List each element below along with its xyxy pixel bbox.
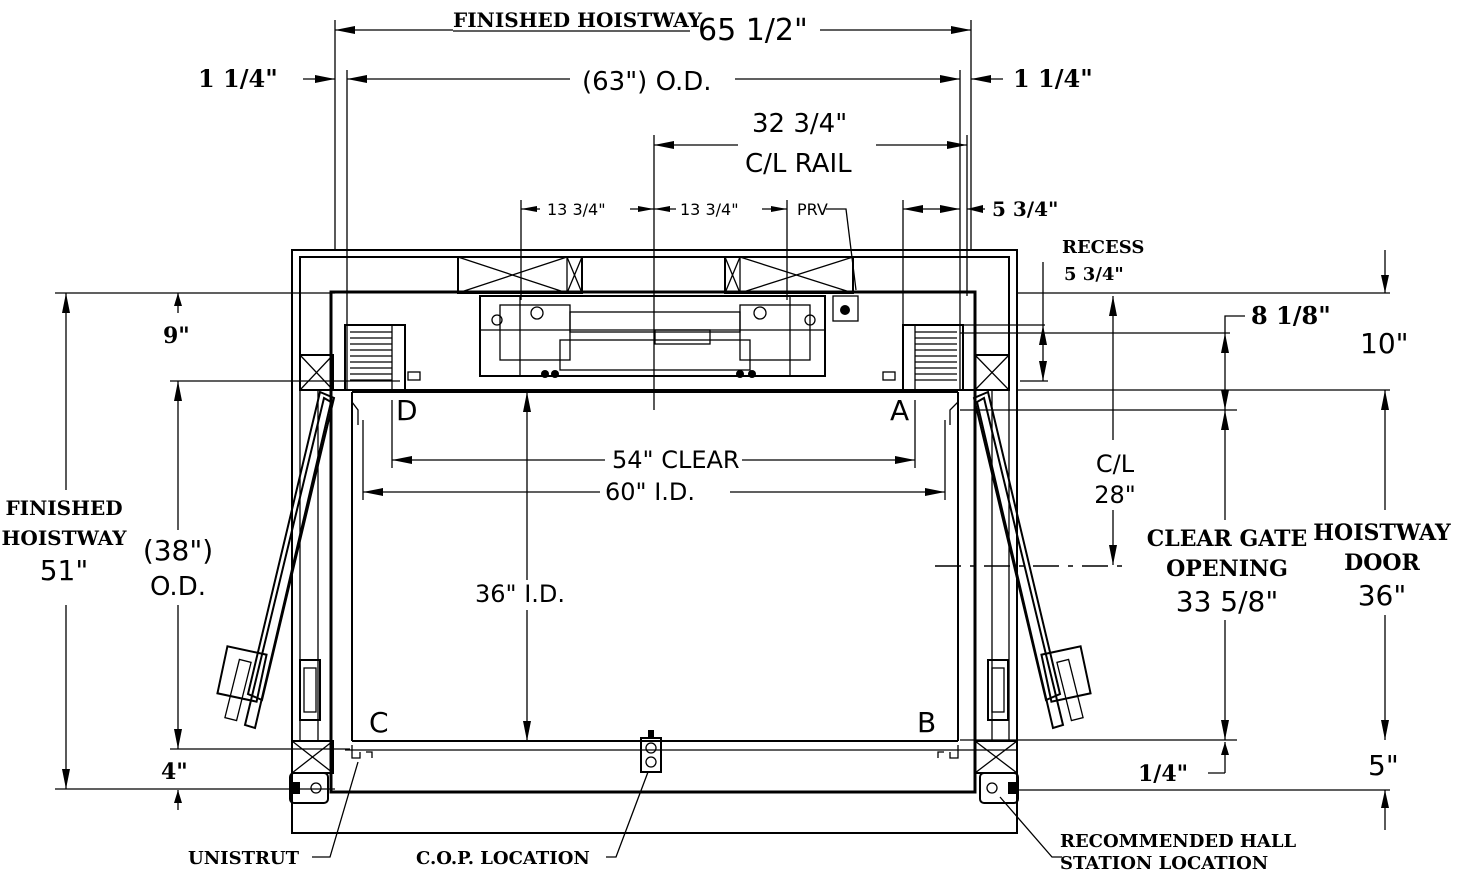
top-clearance: 10" xyxy=(1360,327,1409,360)
recess-value: 5 3/4" xyxy=(1064,264,1124,285)
hoistway-width-value: 65 1/2" xyxy=(698,13,808,48)
car-od-width: (63") O.D. xyxy=(582,67,712,97)
top-offset: 9" xyxy=(163,323,190,349)
support-block-lower-left xyxy=(291,740,334,774)
dimension-lines xyxy=(55,20,1390,858)
unistrut-bracket xyxy=(289,772,329,804)
hall-station-bracket xyxy=(979,772,1019,804)
hoistway-depth-label-2: HOISTWAY xyxy=(2,526,128,550)
corner-a: A xyxy=(890,394,909,427)
gate-value: 33 5/8" xyxy=(1176,585,1278,618)
car-od-depth-2: O.D. xyxy=(150,572,206,602)
gate-cl-value: 28" xyxy=(1094,481,1136,509)
unistrut-callout: UNISTRUT xyxy=(188,848,300,869)
gate-label-2: OPENING xyxy=(1166,556,1288,582)
sill-gap: 1/4" xyxy=(1138,761,1188,787)
prv-label: PRV xyxy=(797,200,828,219)
clear-width: 54" CLEAR xyxy=(612,446,740,474)
left-side-offset: 1 1/4" xyxy=(198,64,278,93)
rail-left-offset: 13 3/4" xyxy=(547,200,606,219)
rail-to-right-offset: 5 3/4" xyxy=(992,197,1058,221)
left-rail-guide xyxy=(344,324,406,425)
support-block-upper-left xyxy=(299,354,334,391)
car-od-depth-1: (38") xyxy=(143,534,213,567)
corner-c: C xyxy=(369,706,389,739)
rail-right-offset: 13 3/4" xyxy=(680,200,739,219)
bottom-clearance: 5" xyxy=(1368,749,1399,782)
rail-spacing-label: C/L RAIL xyxy=(745,149,852,179)
door-value: 36" xyxy=(1358,579,1407,612)
door-label-1: HOISTWAY xyxy=(1313,520,1451,546)
rail-to-gate-offset: 8 1/8" xyxy=(1251,301,1331,330)
hoistway-depth-value: 51" xyxy=(40,554,89,587)
hoistway-width-label: FINISHED HOISTWAY xyxy=(453,8,703,32)
recess-label: RECESS xyxy=(1062,237,1144,258)
cop-panel xyxy=(640,730,662,773)
corner-b: B xyxy=(917,706,936,739)
sill-angles xyxy=(351,745,959,759)
car-id-width: 60" I.D. xyxy=(605,478,695,506)
rail-drive-assembly xyxy=(407,256,896,381)
car-id-depth: 36" I.D. xyxy=(475,580,565,608)
door-label-2: DOOR xyxy=(1344,550,1420,576)
gate-label-1: CLEAR GATE xyxy=(1147,526,1308,552)
bottom-offset: 4" xyxy=(161,759,188,785)
right-swing-gate xyxy=(972,390,1092,730)
hoistway-depth-label-1: FINISHED xyxy=(5,496,122,520)
hall-station-callout-2: STATION LOCATION xyxy=(1060,853,1268,873)
car-outline xyxy=(329,290,1016,794)
left-swing-gate xyxy=(216,390,336,730)
corner-d: D xyxy=(396,394,418,427)
right-rail-guide xyxy=(902,324,964,425)
right-side-offset: 1 1/4" xyxy=(1013,64,1093,93)
cop-callout: C.O.P. LOCATION xyxy=(416,848,590,869)
support-block-upper-right xyxy=(974,354,1010,391)
rail-spacing-value: 32 3/4" xyxy=(752,109,847,139)
hall-station-callout-1: RECOMMENDED HALL xyxy=(1060,831,1297,852)
gate-cl-label: C/L xyxy=(1096,450,1135,478)
support-block-lower-right xyxy=(974,740,1018,774)
